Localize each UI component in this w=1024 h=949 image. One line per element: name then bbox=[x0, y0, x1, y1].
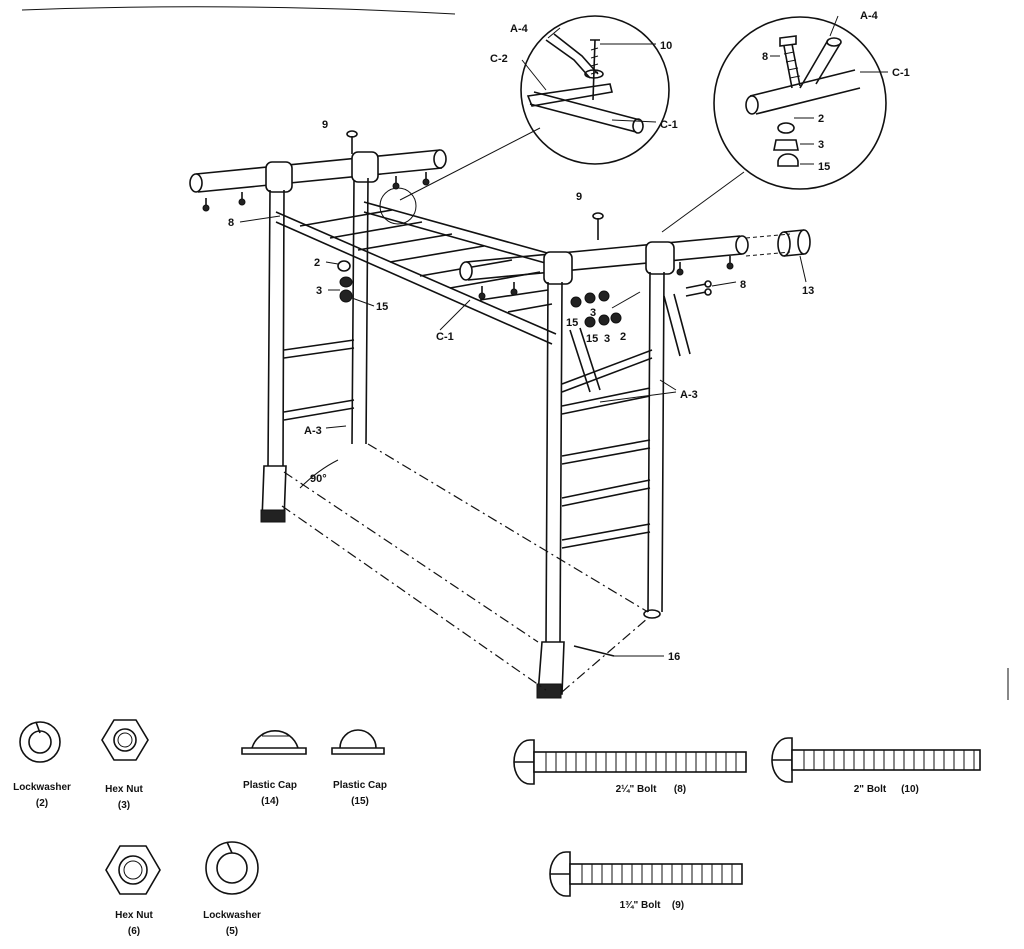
part-name: Plastic Cap bbox=[243, 780, 297, 791]
part-bolt-9: 1¾" Bolt (9) bbox=[549, 851, 743, 911]
label-lockwasher-2: 2 bbox=[818, 113, 824, 125]
label-pin-16: 16 bbox=[668, 651, 680, 663]
detail-circle-right: 8 A-4 C-1 2 3 15 bbox=[713, 10, 910, 190]
part-qty: (10) bbox=[901, 784, 919, 795]
part-name: Lockwasher bbox=[203, 910, 261, 921]
label-bolts-8-right: 8 bbox=[740, 279, 746, 291]
part-qty: (15) bbox=[351, 796, 369, 807]
leader-cap-13 bbox=[799, 255, 807, 283]
label-bolt-8-detail: 8 bbox=[762, 51, 768, 63]
part-bolt-8: 2¼" Bolt (8) bbox=[513, 739, 747, 795]
label-bolt-9-mid: 9 bbox=[576, 191, 582, 203]
detail-leader-right bbox=[661, 171, 745, 233]
part-qty: (9) bbox=[672, 900, 684, 911]
label-hexnut-3: 3 bbox=[818, 139, 824, 151]
label-bolt-8-left: 8 bbox=[228, 217, 234, 229]
part-hex-nut-6: Hex Nut (6) bbox=[105, 845, 161, 937]
leader-bolt-8-left bbox=[239, 215, 281, 223]
label-cap-15-left: 15 bbox=[376, 301, 388, 313]
part-lockwasher-5: Lockwasher (5) bbox=[203, 841, 261, 937]
part-hex-nut-3: Hex Nut (3) bbox=[101, 719, 149, 811]
ground-line-left bbox=[283, 471, 539, 643]
detail-leader-left bbox=[399, 127, 541, 201]
part-bolt-10: 2" Bolt (10) bbox=[771, 737, 981, 795]
bolt-9-mid bbox=[592, 212, 604, 240]
pin-16 bbox=[573, 645, 615, 657]
leader-a3-right bbox=[599, 379, 677, 403]
part-qty: (8) bbox=[674, 784, 686, 795]
label-small-3b: 3 bbox=[604, 333, 610, 345]
part-lockwasher-2: Lockwasher (2) bbox=[13, 721, 71, 809]
monkey-bar-frame bbox=[189, 149, 749, 699]
part-qty: (5) bbox=[226, 926, 238, 937]
part-qty: (6) bbox=[128, 926, 140, 937]
ground-line-front bbox=[561, 617, 649, 693]
part-plastic-cap-15: Plastic Cap (15) bbox=[331, 729, 387, 807]
part-name: 2¼" Bolt bbox=[616, 784, 658, 795]
label-cap-15: 15 bbox=[818, 161, 830, 173]
tube-extension-ghost bbox=[745, 233, 791, 257]
label-a3-left: A-3 bbox=[304, 425, 322, 437]
label-a3-right: A-3 bbox=[680, 389, 698, 401]
label-c1-detail-left: C-1 bbox=[660, 119, 678, 131]
ground-line-right bbox=[367, 443, 649, 613]
hardware-stack-left bbox=[325, 260, 375, 307]
part-name: Lockwasher bbox=[13, 782, 71, 793]
label-small-15a: 15 bbox=[566, 317, 578, 329]
part-qty: (14) bbox=[261, 796, 279, 807]
part-name: Plastic Cap bbox=[333, 780, 387, 791]
part-name: 1¾" Bolt bbox=[620, 900, 662, 911]
angle-arc bbox=[299, 459, 339, 489]
leader-a3-left bbox=[325, 425, 347, 429]
label-bolt-9-top: 9 bbox=[322, 119, 328, 131]
label-small-3a: 3 bbox=[590, 307, 596, 319]
detail-circle-left: A-4 C-2 10 C-1 bbox=[490, 15, 678, 165]
label-small-2: 2 bbox=[620, 331, 626, 343]
ground-line-bottom bbox=[281, 505, 547, 691]
part-qty: (3) bbox=[118, 800, 130, 811]
leader-c1-main bbox=[439, 299, 471, 331]
plastic-cap-13 bbox=[777, 229, 811, 257]
label-a4-right: A-4 bbox=[860, 10, 879, 22]
bolt-9-top bbox=[346, 130, 358, 154]
label-a4-left: A-4 bbox=[510, 23, 529, 35]
part-name: Hex Nut bbox=[115, 910, 153, 921]
part-name: Hex Nut bbox=[105, 784, 143, 795]
label-lockwasher-2-left: 2 bbox=[314, 257, 320, 269]
label-c1-detail-right: C-1 bbox=[892, 67, 910, 79]
part-plastic-cap-14: Plastic Cap (14) bbox=[241, 730, 307, 807]
hardware-cluster-right bbox=[570, 280, 737, 328]
part-name: 2" Bolt bbox=[854, 784, 887, 795]
part-qty: (2) bbox=[36, 798, 48, 809]
label-angle-90: 90° bbox=[310, 473, 327, 485]
label-small-15b: 15 bbox=[586, 333, 598, 345]
label-c1-main: C-1 bbox=[436, 331, 454, 343]
label-hexnut-3-left: 3 bbox=[316, 285, 322, 297]
scan-edge-line bbox=[21, 6, 456, 15]
label-cap-13: 13 bbox=[802, 285, 814, 297]
label-c2: C-2 bbox=[490, 53, 508, 65]
label-bolt-10: 10 bbox=[660, 40, 672, 52]
